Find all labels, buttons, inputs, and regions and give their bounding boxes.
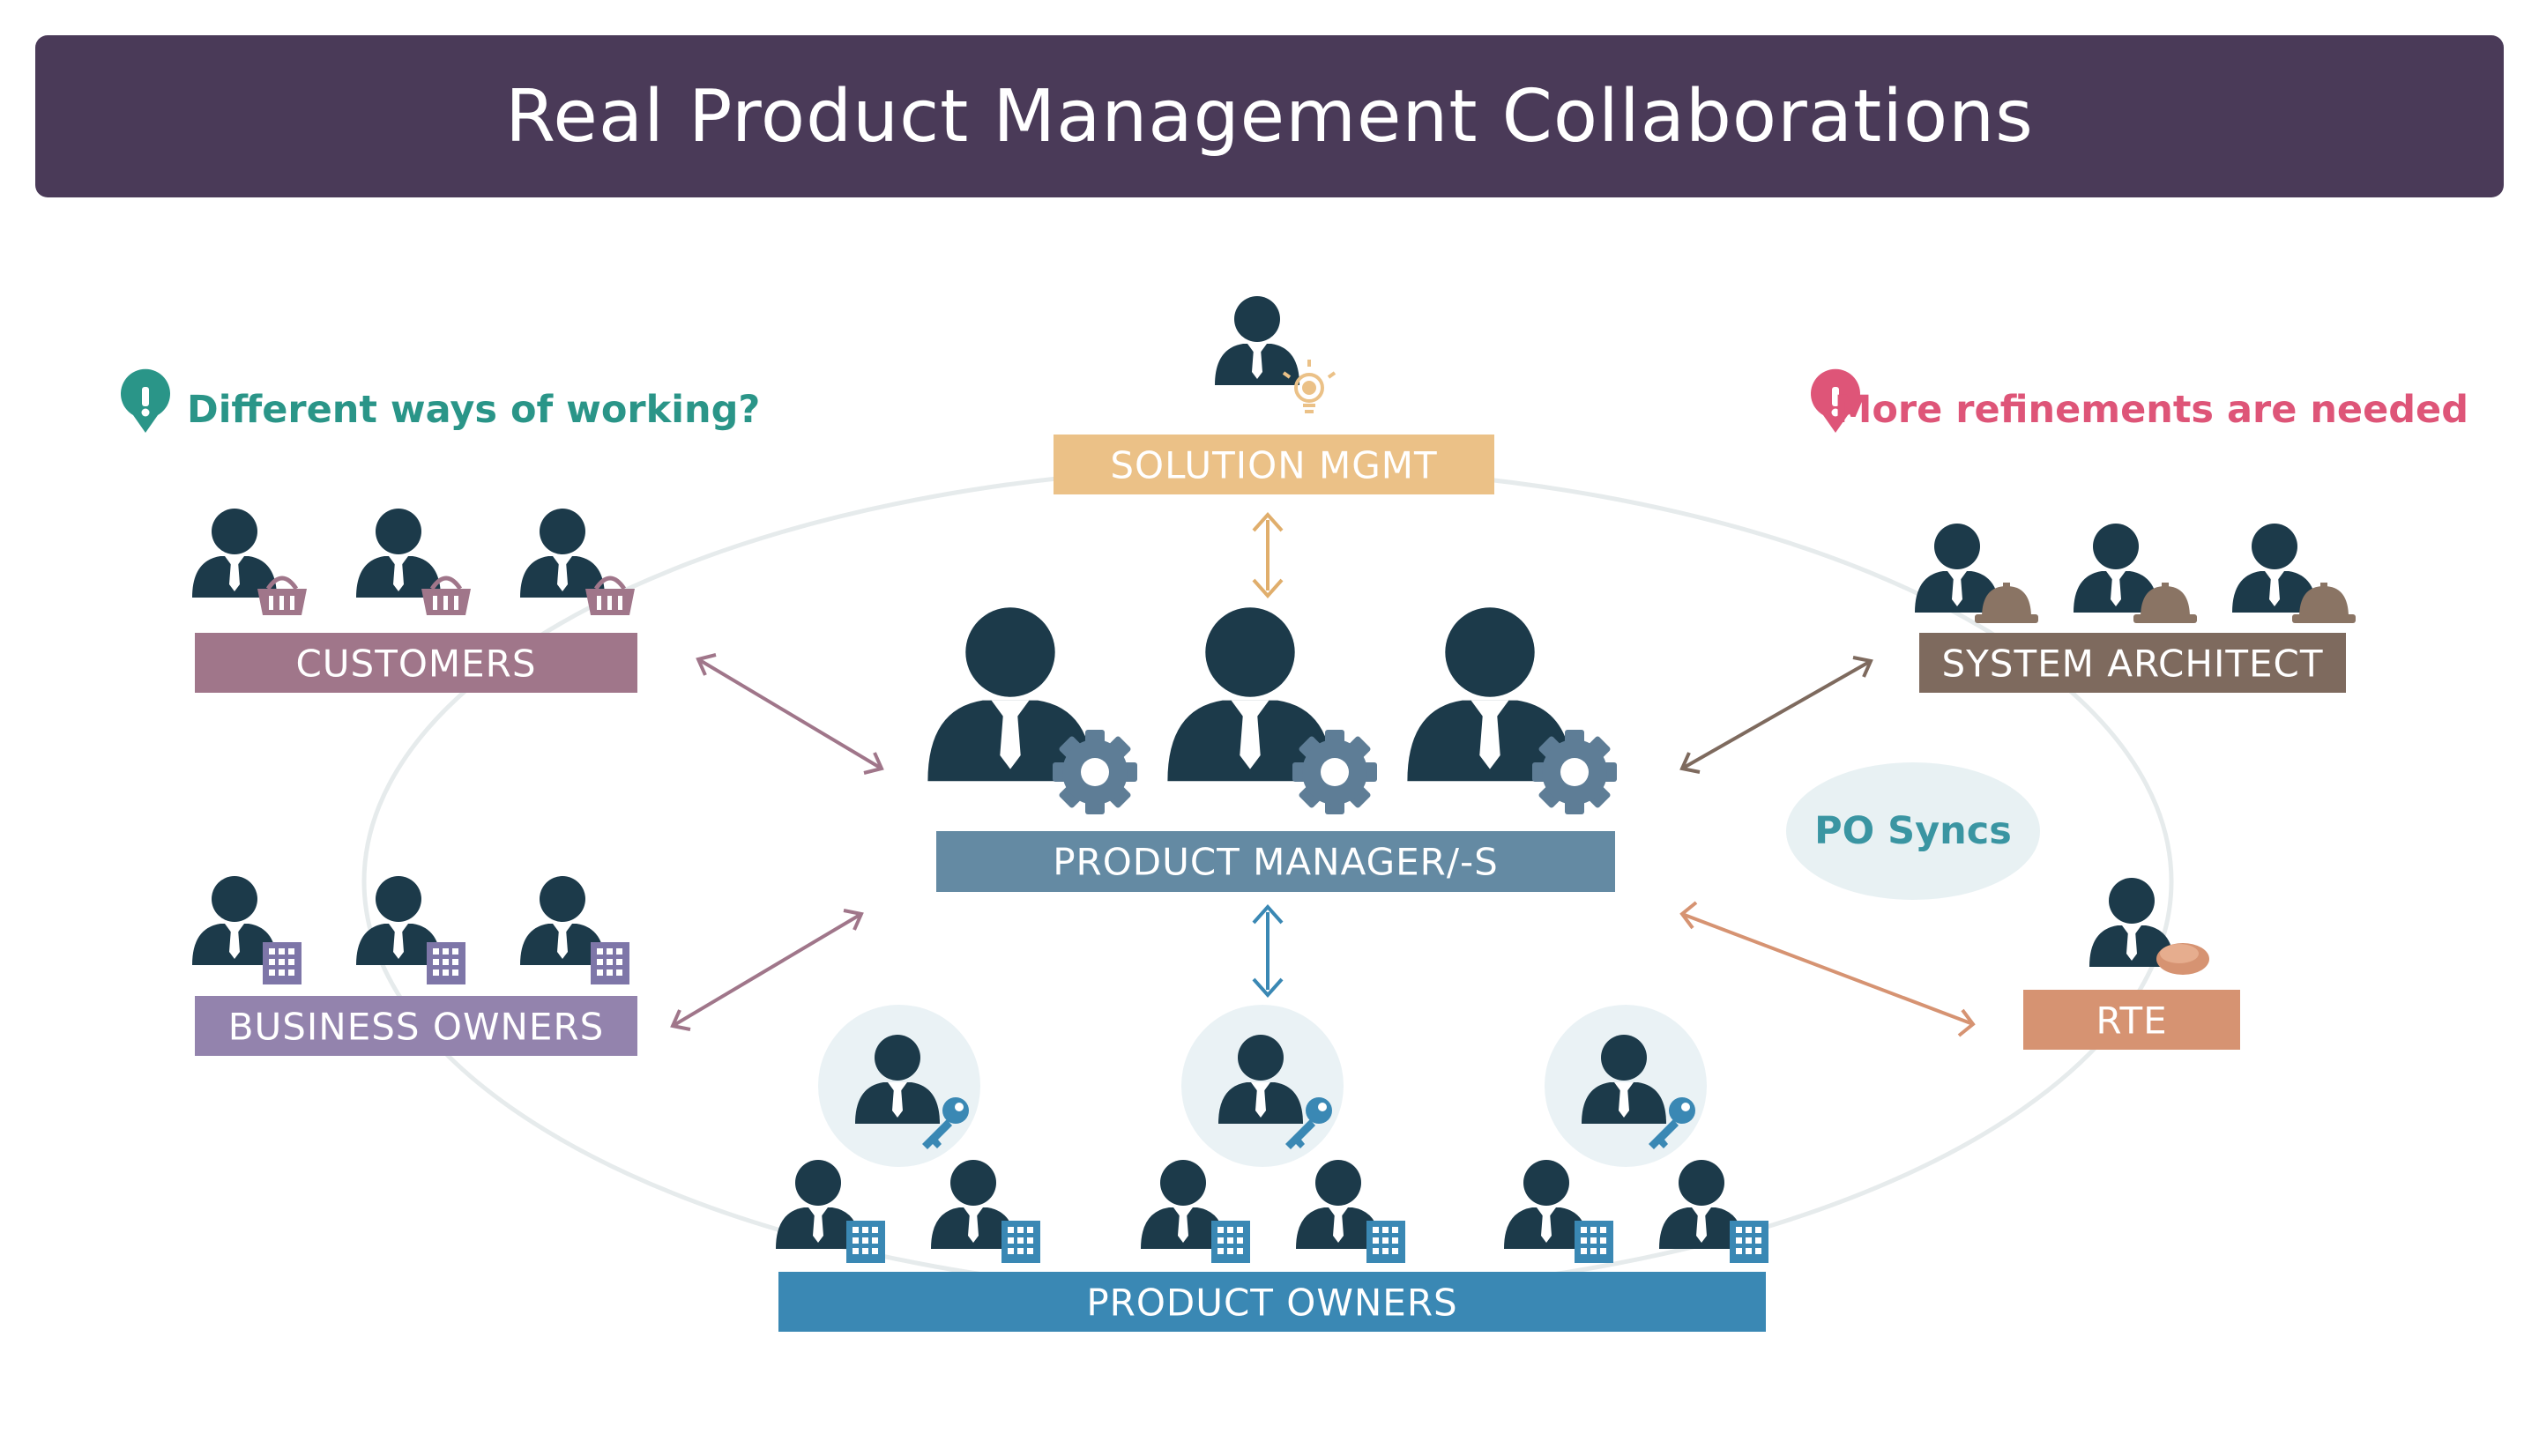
person-icon	[520, 509, 605, 598]
business-owners-group	[192, 876, 629, 984]
building-icon	[1730, 1221, 1768, 1263]
po-syncs-bubble	[1786, 762, 2040, 900]
person-icon	[192, 509, 277, 598]
building-icon	[263, 942, 302, 984]
solution-mgmt-label-bg	[1054, 435, 1494, 494]
page-title: Real Product Management Collaborations	[505, 74, 2034, 159]
solution-mgmt-label: SOLUTION MGMT	[1110, 444, 1437, 487]
arrow-pm-product-owners	[1252, 903, 1284, 999]
system-architect-label: SYSTEM ARCHITECT	[1941, 643, 2323, 686]
product-owner-teams	[776, 1160, 1768, 1263]
rte-label: RTE	[2096, 999, 2167, 1043]
building-icon	[1575, 1221, 1613, 1263]
gear-icon	[1532, 730, 1617, 814]
product-managers-group	[927, 607, 1617, 814]
system-architect-label-bg	[1919, 633, 2346, 693]
building-icon	[1001, 1221, 1040, 1263]
title-bar: Real Product Management Collaborations	[35, 35, 2504, 197]
gear-icon	[1292, 730, 1377, 814]
gear-icon	[1053, 730, 1137, 814]
product-owners-label: PRODUCT OWNERS	[1086, 1281, 1457, 1325]
arrow-rte-pm	[1679, 901, 1976, 1037]
building-icon	[1366, 1221, 1405, 1263]
person-icon	[1215, 296, 1299, 385]
product-manager-label-bg	[936, 831, 1615, 892]
lightbulb-icon	[1282, 360, 1337, 413]
product-owner-leads	[818, 1005, 1707, 1167]
solution-mgmt-person	[1215, 296, 1337, 413]
building-icon	[591, 942, 629, 984]
arrow-system-architect-pm	[1679, 656, 1873, 774]
po-syncs-label: PO Syncs	[1814, 809, 2012, 853]
building-icon	[846, 1221, 885, 1263]
customers-label-bg	[195, 633, 637, 693]
arrow-customers-pm	[696, 653, 884, 775]
arrow-solution-pm	[1252, 511, 1284, 599]
building-icon	[427, 942, 465, 984]
customers-label: CUSTOMERS	[295, 643, 536, 686]
business-owners-label-bg	[195, 996, 637, 1056]
business-owners-label: BUSINESS OWNERS	[228, 1006, 605, 1049]
building-icon	[1211, 1221, 1250, 1263]
system-architect-group	[1915, 524, 2356, 623]
arrow-business-owners-pm	[670, 909, 864, 1031]
product-manager-label: PRODUCT MANAGER/-S	[1053, 841, 1499, 884]
cap-icon	[2156, 943, 2209, 975]
customers-group	[192, 509, 635, 615]
rte-label-bg	[2023, 990, 2240, 1050]
note-more-refinements: More refinements are needed	[1835, 388, 2468, 432]
person-icon	[356, 509, 441, 598]
alert-icon-left	[121, 368, 170, 433]
note-different-ways: Different ways of working?	[187, 388, 760, 432]
product-owners-label-bg	[778, 1272, 1766, 1332]
rte-group	[2089, 878, 2209, 975]
